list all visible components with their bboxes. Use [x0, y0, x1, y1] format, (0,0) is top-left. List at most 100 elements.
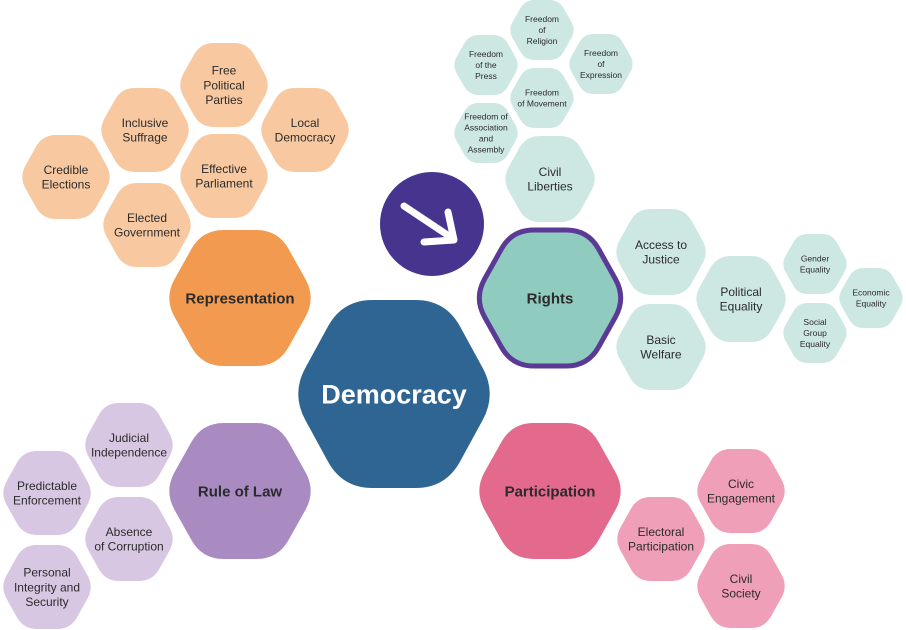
arrow-glyph [400, 202, 458, 246]
hex-free-political-parties-label-line: Parties [205, 93, 242, 107]
hex-rights-shape [476, 227, 624, 369]
hex-predictable-enforcement-label-line: Predictable [17, 479, 77, 493]
hex-social-group-equality-shape [783, 303, 847, 363]
hex-elected-government-shape [103, 183, 191, 267]
hex-judicial-independence-label-line: Independence [91, 446, 167, 460]
hex-predictable-enforcement-label-line: Enforcement [13, 494, 82, 508]
hex-participation: Participation [479, 423, 621, 559]
hex-free-political-parties-label-line: Free [212, 64, 237, 78]
hex-civil-society-shape [697, 544, 785, 628]
hex-democracy-label: Democracy [321, 380, 467, 410]
hex-electoral-participation-label-line: Electoral [638, 525, 685, 539]
hex-civil-society-label-line: Civil [730, 572, 753, 586]
hex-local-democracy-label-line: Democracy [275, 131, 336, 145]
hex-local-democracy-shape [261, 88, 349, 172]
hex-democracy-shape [298, 300, 490, 488]
hex-freedom-of-the-press-label-line: of the [475, 60, 497, 70]
hex-effective-parliament-label-line: Effective [201, 162, 247, 176]
hex-credible-elections-shape [22, 135, 110, 219]
hex-gender-equality-label-line: Gender [801, 254, 830, 264]
hex-civil-liberties-label-line: Liberties [527, 180, 572, 194]
hex-rights-label: Rights [527, 290, 574, 307]
hex-freedom-of-religion-label-line: of [538, 25, 546, 35]
hex-representation-label: Representation [185, 290, 294, 307]
hex-predictable-enforcement-shape [3, 451, 91, 535]
hex-personal-integrity-label-line: Integrity and [14, 580, 80, 594]
hex-elected-government-label-line: Government [114, 226, 181, 240]
hex-absence-of-corruption-shape [85, 497, 173, 581]
hex-social-group-equality-label-line: Group [803, 328, 827, 338]
hex-civic-engagement-label-line: Engagement [707, 492, 776, 506]
hex-basic-welfare-label-line: Basic [646, 333, 675, 347]
hex-electoral-participation-label-line: Participation [628, 540, 694, 554]
hex-gender-equality-label-line: Equality [800, 265, 831, 275]
hex-freedom-of-association-label-line: Association [464, 123, 508, 133]
hex-free-political-parties-shape [180, 43, 268, 127]
hex-democracy-label-line: Democracy [321, 380, 467, 410]
hex-freedom-of-movement-label-line: Freedom [525, 88, 559, 98]
hex-freedom-of-association-label-line: Freedom of [464, 112, 508, 122]
hex-rule-of-law-label: Rule of Law [198, 483, 283, 500]
hex-inclusive-suffrage-label-line: Inclusive [122, 116, 169, 130]
hex-freedom-of-religion-shape [510, 0, 574, 60]
hex-access-to-justice-label-line: Justice [642, 253, 680, 267]
hex-freedom-of-the-press-shape [454, 35, 518, 95]
hex-political-equality-label-line: Equality [720, 300, 763, 314]
hex-free-political-parties-label-line: Political [203, 78, 244, 92]
hex-local-democracy-label-line: Local [291, 116, 320, 130]
hex-political-equality-shape [696, 256, 786, 342]
hex-credible-elections-label-line: Elections [42, 178, 91, 192]
hex-freedom-of-the-press-label-line: Press [475, 71, 497, 81]
hex-personal-integrity-label-line: Security [25, 595, 68, 609]
hex-absence-of-corruption-label-line: Absence [106, 525, 153, 539]
hex-representation: Representation [169, 230, 311, 366]
hex-economic-equality-label-line: Economic [852, 288, 890, 298]
hex-judicial-independence-label-line: Judicial [109, 431, 149, 445]
hex-inclusive-suffrage-shape [101, 88, 189, 172]
hex-judicial-independence-shape [85, 403, 173, 487]
hex-gender-equality-shape [783, 234, 847, 294]
hex-political-equality-label-line: Political [720, 285, 761, 299]
hex-freedom-of-expression-label-line: Expression [580, 70, 622, 80]
hex-personal-integrity-shape [3, 545, 91, 629]
hex-inclusive-suffrage-label-line: Suffrage [122, 131, 167, 145]
hex-basic-welfare-label-line: Welfare [640, 348, 681, 362]
hex-participation-label-line: Participation [505, 483, 596, 500]
hex-credible-elections-label-line: Credible [44, 163, 89, 177]
hex-participation-label: Participation [505, 483, 596, 500]
